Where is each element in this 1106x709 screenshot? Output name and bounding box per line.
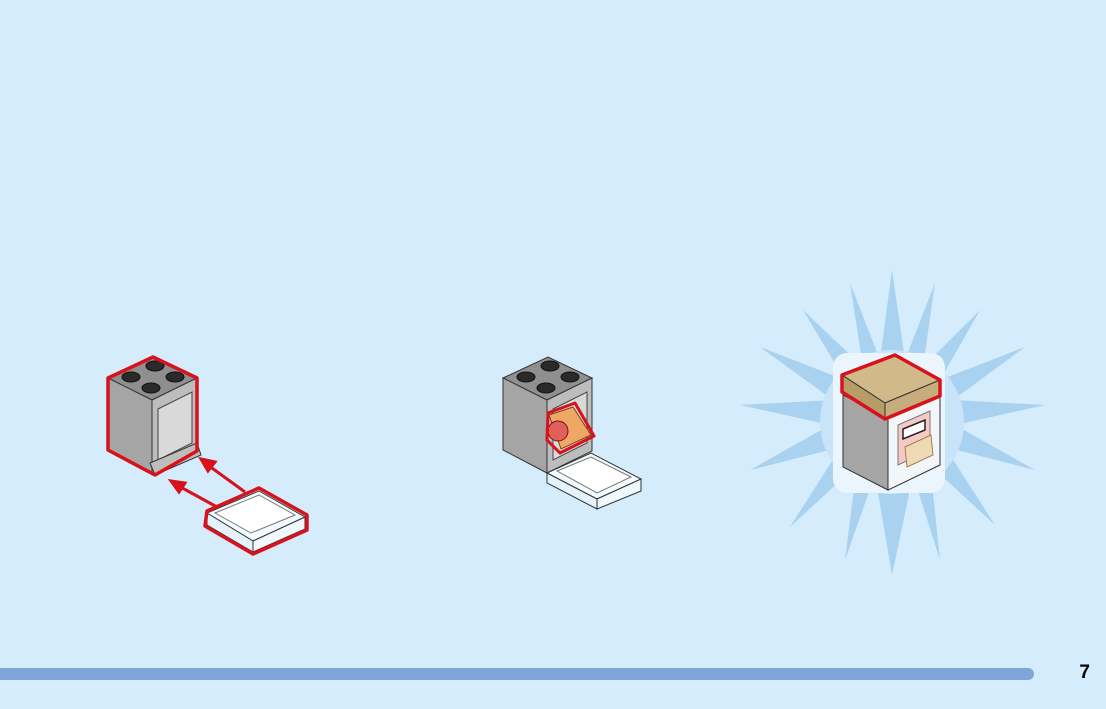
build-step-finished-oven bbox=[740, 270, 1045, 575]
orange-pizza-tile bbox=[545, 401, 596, 455]
page-number: 7 bbox=[1079, 662, 1090, 683]
insert-arrow-icon bbox=[167, 456, 246, 509]
gray-cupboard-brick bbox=[106, 355, 202, 477]
footer-bar bbox=[0, 668, 1034, 680]
trans-clear-door bbox=[545, 452, 643, 510]
build-step-add-pizza bbox=[501, 356, 643, 510]
build-step-attach-door bbox=[106, 355, 309, 556]
tan-2x2-plate bbox=[840, 353, 942, 421]
stud-dots bbox=[121, 360, 185, 394]
stud-dots bbox=[516, 360, 580, 394]
trans-clear-door bbox=[203, 486, 309, 556]
